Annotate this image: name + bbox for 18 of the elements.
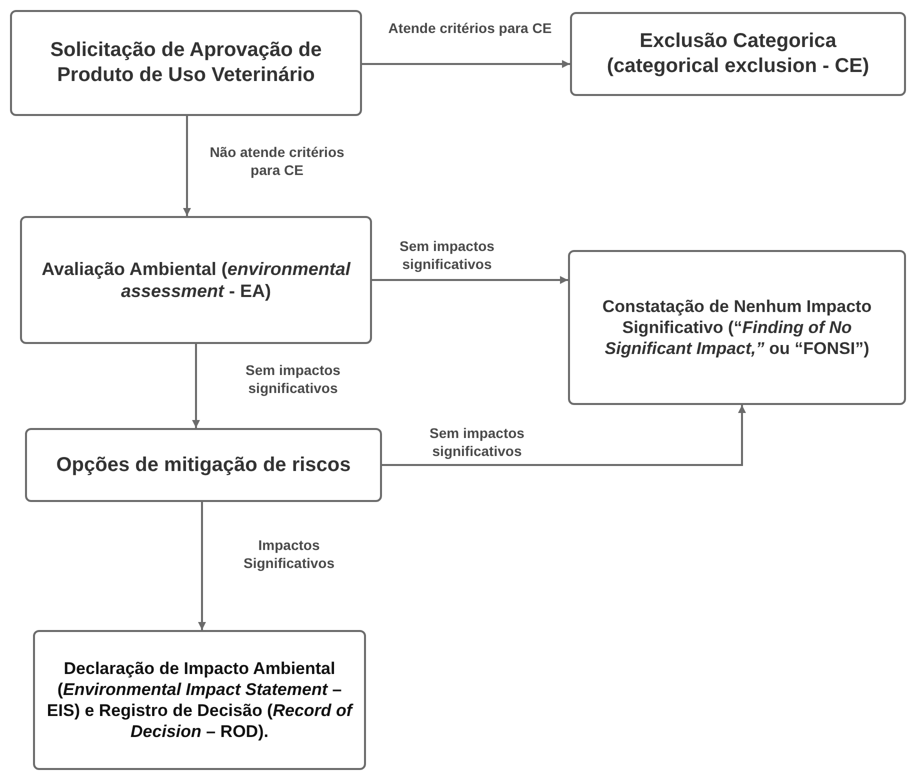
process-box [20, 216, 372, 344]
arrow [372, 276, 568, 284]
arrow [192, 344, 200, 428]
box-text: Exclusão Categorica (categorical exclusion - CE) [606, 29, 870, 79]
process-box [10, 10, 362, 116]
arrow [362, 60, 570, 68]
process-box [568, 250, 906, 405]
process-box [570, 12, 906, 96]
box-text: Solicitação de Aprovação de Produto de Uso Veterinário [49, 38, 323, 88]
arrow [198, 502, 206, 630]
box-text: Declaração de Impacto Ambiental (Environmental Impact Statement – EIS) e Registro de Decisão (Record of Decision – ROD). [46, 658, 354, 742]
process-box [25, 428, 382, 502]
arrow [183, 116, 191, 216]
box-text: Opções de mitigação de riscos [56, 452, 351, 478]
arrow [382, 405, 746, 466]
box-text: Avaliação Ambiental (environmental assessment - EA) [40, 258, 352, 302]
box-text: Constatação de Nenhum Impacto Significativo (“Finding of No Significant Impact,” ou “FONSI”) [601, 296, 873, 360]
process-box [33, 630, 366, 770]
